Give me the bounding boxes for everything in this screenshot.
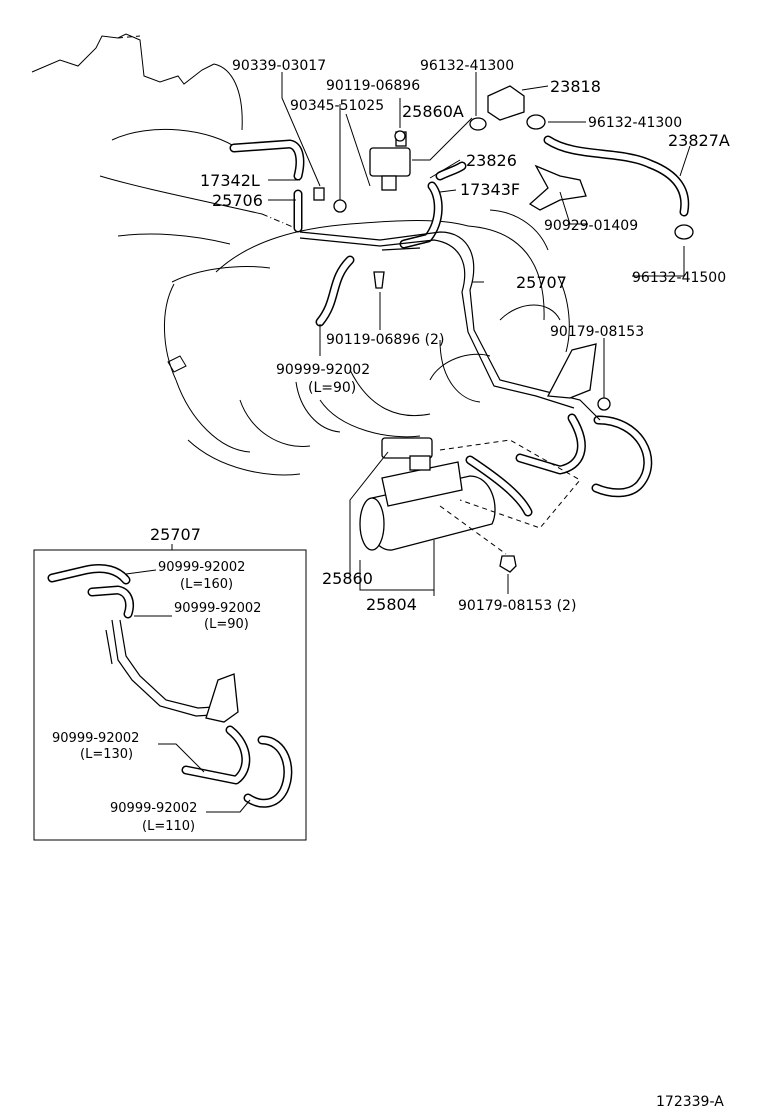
inset-hose-2-part: 90999-92002 [174, 601, 261, 616]
bracket-90929-01409 [528, 164, 587, 211]
vsv-25860A [369, 131, 411, 191]
diagram-id: 172339-A [656, 1094, 724, 1110]
label-17343F: 17343F [460, 180, 520, 199]
inset-title: 25707 [150, 525, 201, 544]
clamp-96132-41500 [674, 224, 694, 240]
bolt-90339-03017 [333, 199, 347, 213]
label-96132-41300-right: 96132-41300 [588, 115, 682, 131]
bracket-90179-08153 [546, 343, 611, 411]
clamp-96132-41300-right [526, 114, 546, 130]
label-96132-41500: 96132-41500 [632, 270, 726, 286]
label-25804: 25804 [366, 595, 417, 614]
label-90999-92002-main-length: (L=90) [308, 380, 356, 396]
label-25860A: 25860A [402, 102, 464, 121]
inset-hose-4-length: (L=110) [142, 819, 195, 834]
label-23818: 23818 [550, 77, 601, 96]
label-90179-08153-top: 90179-08153 [550, 324, 644, 340]
inset-25707: 25707 90999-92002 (L=160) 90999-92002 (L… [33, 525, 307, 841]
callout-labels: 90339-03017 90119-06896 96132-41300 2381… [200, 58, 730, 614]
vsv-23818 [487, 85, 525, 121]
inset-hose-2-length: (L=90) [204, 617, 249, 632]
bolt-90119-06896-top [394, 130, 406, 142]
inset-hose-3-length: (L=130) [80, 747, 133, 762]
label-90119-06896-top: 90119-06896 [326, 78, 420, 94]
clamp-96132-41300-top [469, 117, 487, 131]
label-90119-06896-2: 90119-06896 (2) [326, 332, 444, 348]
inset-hose-3-part: 90999-92002 [52, 731, 139, 746]
leader-lines [268, 72, 691, 596]
bolt-90119-06896-2 [373, 271, 385, 289]
label-90929-01409: 90929-01409 [544, 218, 638, 234]
engine-outline [31, 33, 561, 476]
label-25707-main: 25707 [516, 273, 567, 292]
label-23827A: 23827A [668, 131, 730, 150]
hose-network [229, 135, 690, 517]
label-96132-41300-top: 96132-41300 [420, 58, 514, 74]
label-90339-03017: 90339-03017 [232, 58, 326, 74]
label-25706: 25706 [212, 191, 263, 210]
inset-hose-1-part: 90999-92002 [158, 560, 245, 575]
label-23826: 23826 [466, 151, 517, 170]
clip-90345-51025 [313, 187, 325, 201]
label-17342L: 17342L [200, 171, 260, 190]
label-90345-51025: 90345-51025 [290, 98, 384, 114]
charcoal-canister-25804 [359, 437, 496, 551]
label-25860: 25860 [322, 569, 373, 588]
inset-hose-4-part: 90999-92002 [110, 801, 197, 816]
label-90999-92002-main: 90999-92002 [276, 362, 370, 378]
label-90179-08153-2: 90179-08153 (2) [458, 598, 576, 614]
inset-hose-1-length: (L=160) [180, 577, 233, 592]
nut-90179-08153-2 [499, 555, 517, 573]
